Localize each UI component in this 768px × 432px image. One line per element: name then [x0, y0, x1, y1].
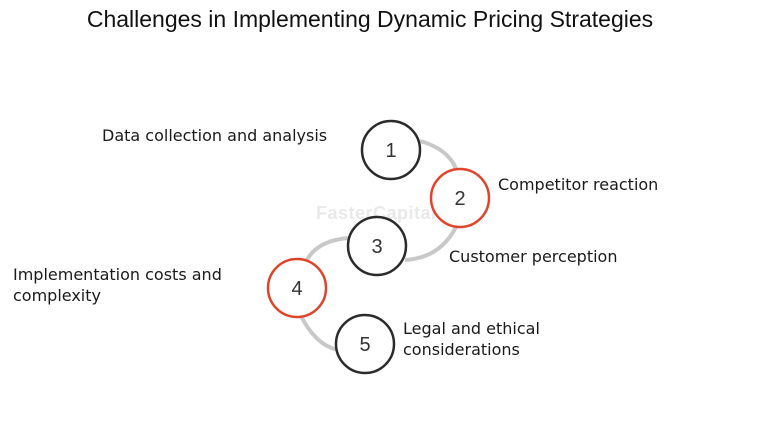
watermark-logo: FasterCapital [316, 203, 437, 223]
step-4-number: 4 [291, 278, 302, 300]
step-2: 2 [429, 167, 491, 229]
step-1-number: 1 [385, 140, 396, 162]
step-4-ring [266, 257, 328, 319]
connector-4-5 [298, 313, 339, 352]
step-4-label: Implementation costs and complexity [13, 265, 222, 305]
step-4: 4 [266, 257, 328, 319]
diagram-title: Challenges in Implementing Dynamic Prici… [86, 6, 654, 32]
step-5-number: 5 [359, 334, 370, 356]
step-3-label: Customer perception [449, 247, 618, 266]
step-1-label: Data collection and analysis [102, 126, 328, 145]
step-3-ring [346, 215, 408, 277]
step-2-ring [429, 167, 491, 229]
step-1: 1 [360, 119, 422, 181]
step-5: 5 [334, 313, 396, 375]
step-5-ring [334, 313, 396, 375]
step-5-label: Legal and ethical considerations [403, 319, 540, 359]
step-2-number: 2 [454, 188, 465, 210]
step-3: 3 [346, 215, 408, 277]
connector-3-4 [303, 236, 351, 265]
connector-2-3 [404, 226, 458, 262]
step-1-ring [360, 119, 422, 181]
step-3-number: 3 [371, 236, 382, 258]
step-2-label: Competitor reaction [498, 175, 659, 194]
